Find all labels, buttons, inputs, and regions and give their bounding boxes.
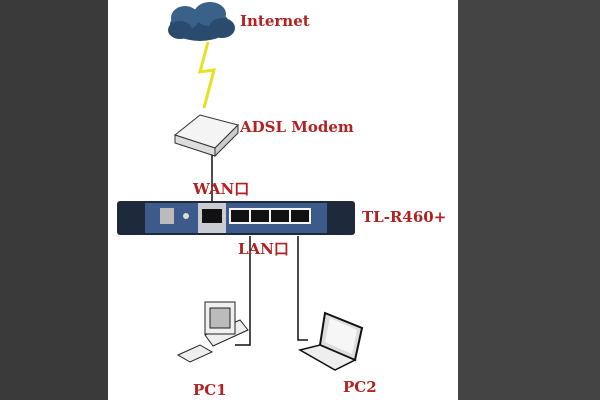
modem-label: ADSL Modem <box>240 118 354 136</box>
modem-icon <box>173 114 239 158</box>
pc2-label: PC2 <box>343 378 377 396</box>
lightning-icon <box>197 41 217 109</box>
lan-cable-pc2 <box>297 236 308 341</box>
laptop-icon <box>298 311 364 371</box>
desktop-pc-icon <box>176 301 249 363</box>
cloud-icon <box>168 2 235 41</box>
diagram-canvas <box>108 0 458 400</box>
lan-cable-pc1 <box>235 236 251 346</box>
router-label: TL-R460+ <box>362 208 447 226</box>
pc1-label: PC1 <box>193 381 227 399</box>
lan-label: LAN口 <box>238 240 289 258</box>
internet-label: Internet <box>240 12 310 30</box>
router-icon <box>117 201 355 235</box>
right-backdrop <box>458 0 600 400</box>
wan-label: WAN口 <box>193 180 250 198</box>
